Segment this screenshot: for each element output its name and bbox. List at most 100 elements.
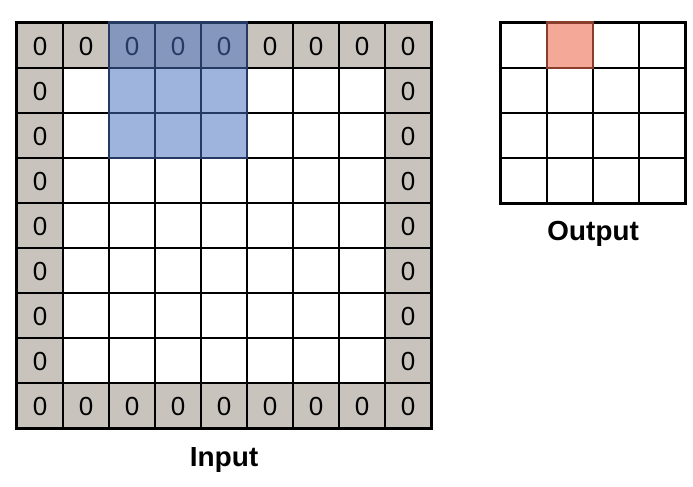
input-cell (202, 339, 246, 382)
input-cell: 0 (18, 69, 62, 112)
input-cell: 0 (64, 24, 108, 67)
input-cell (340, 204, 384, 247)
input-cell (64, 204, 108, 247)
input-cell (110, 294, 154, 337)
input-cell: 0 (64, 384, 108, 427)
input-cell (248, 249, 292, 292)
input-cell (110, 114, 154, 157)
input-cell: 0 (386, 249, 430, 292)
input-cell: 0 (386, 24, 430, 67)
input-cell (64, 249, 108, 292)
input-label: Input (189, 441, 259, 472)
input-cell: 0 (386, 114, 430, 157)
output-cell (502, 69, 546, 112)
input-cell (294, 69, 338, 112)
input-cell (294, 339, 338, 382)
output-cell (502, 24, 546, 67)
input-cell (340, 294, 384, 337)
input-cell: 0 (294, 24, 338, 67)
input-cell: 0 (248, 24, 292, 67)
output-cell (548, 159, 592, 202)
input-cell (340, 249, 384, 292)
input-cell: 0 (386, 69, 430, 112)
input-cell: 0 (18, 24, 62, 67)
input-cell (156, 114, 200, 157)
input-cell (156, 159, 200, 202)
input-cell (248, 114, 292, 157)
input-cell (110, 204, 154, 247)
input-cell: 0 (18, 384, 62, 427)
output-cell (594, 69, 638, 112)
output-cell (594, 24, 638, 67)
input-cell (294, 159, 338, 202)
output-cell (502, 114, 546, 157)
input-cell: 0 (248, 384, 292, 427)
input-cell: 0 (386, 294, 430, 337)
input-cell (64, 294, 108, 337)
output-cell (502, 159, 546, 202)
input-cell (110, 339, 154, 382)
input-cell (294, 249, 338, 292)
input-cell (202, 249, 246, 292)
input-cell (340, 69, 384, 112)
output-cell (594, 114, 638, 157)
input-cell (340, 159, 384, 202)
input-cell (340, 339, 384, 382)
input-cell: 0 (294, 384, 338, 427)
input-cell (202, 294, 246, 337)
input-cell (156, 249, 200, 292)
output-cell (548, 69, 592, 112)
output-grid (499, 21, 687, 205)
input-cell (202, 204, 246, 247)
input-cell (110, 249, 154, 292)
output-cell (640, 69, 684, 112)
input-cell (156, 339, 200, 382)
output-cell (640, 24, 684, 67)
input-cell: 0 (18, 249, 62, 292)
input-cell: 0 (386, 204, 430, 247)
output-cell (640, 114, 684, 157)
input-cell (64, 339, 108, 382)
input-cell: 0 (340, 384, 384, 427)
output-cell (548, 114, 592, 157)
input-cell (110, 159, 154, 202)
input-cell (156, 204, 200, 247)
input-cell (64, 159, 108, 202)
input-cell (202, 69, 246, 112)
input-cell: 0 (18, 294, 62, 337)
input-cell (340, 114, 384, 157)
input-cell: 0 (110, 24, 154, 67)
input-cell: 0 (18, 159, 62, 202)
input-cell: 0 (18, 204, 62, 247)
input-cell (248, 294, 292, 337)
input-cell (202, 114, 246, 157)
output-cell (640, 159, 684, 202)
input-cell (294, 114, 338, 157)
input-cell: 0 (18, 114, 62, 157)
input-cell (64, 69, 108, 112)
input-cell: 0 (156, 384, 200, 427)
input-cell (248, 204, 292, 247)
input-cell (294, 204, 338, 247)
input-cell (156, 69, 200, 112)
input-cell: 0 (386, 384, 430, 427)
input-cell: 0 (156, 24, 200, 67)
input-cell (248, 69, 292, 112)
input-cell (248, 159, 292, 202)
input-cell: 0 (340, 24, 384, 67)
input-cell: 0 (110, 384, 154, 427)
input-cell: 0 (386, 159, 430, 202)
input-cell: 0 (202, 24, 246, 67)
input-cell: 0 (386, 339, 430, 382)
input-cell (110, 69, 154, 112)
input-cell: 0 (202, 384, 246, 427)
output-cell (548, 24, 592, 67)
output-label: Output (547, 215, 639, 246)
input-cell (248, 339, 292, 382)
output-cell (594, 159, 638, 202)
input-cell (294, 294, 338, 337)
input-cell: 0 (18, 339, 62, 382)
input-cell (156, 294, 200, 337)
